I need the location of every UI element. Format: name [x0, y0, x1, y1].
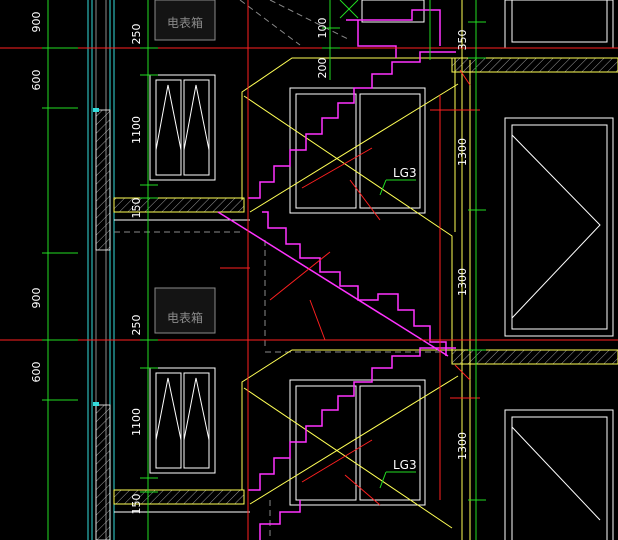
window-upper-left: [149, 74, 216, 181]
dim-mid-250-bottom: 250: [130, 315, 143, 336]
dim-mid-150-bottom: 150: [130, 494, 143, 515]
dim-mid-250-top: 250: [130, 24, 143, 45]
green-grid-corner: [339, 0, 431, 60]
hidden-lines: [114, 0, 440, 540]
left-wall: [87, 0, 115, 540]
door-right-lower: [504, 409, 614, 540]
dim-mid-150-top: 150: [130, 198, 143, 219]
dim-top-100: 100: [316, 18, 329, 39]
dim-mid-1100-top: 1100: [130, 116, 143, 144]
window-lower-left: [149, 367, 216, 474]
stair-flight-upper: [248, 51, 456, 199]
dimension-lines: [42, 0, 486, 540]
meter-box-upper: 电表箱: [154, 0, 216, 41]
door-right-upper: [504, 117, 614, 337]
floor-slabs: [113, 57, 618, 513]
stair-top-landing: [346, 9, 441, 58]
dim-left-600-bottom: 600: [30, 362, 43, 383]
dim-right-1300-c: 1300: [456, 432, 469, 460]
lg3-label-upper: LG3: [393, 166, 417, 180]
top-right-panels: [361, 0, 614, 49]
dim-left-900-bottom: 900: [30, 288, 43, 309]
lg3-label-lower: LG3: [393, 458, 417, 472]
stair-outline: [241, 0, 471, 540]
dim-left-900-top: 900: [30, 12, 43, 33]
dim-right-1300-a: 1300: [456, 138, 469, 166]
window-upper-mid: [289, 87, 426, 214]
stair-flight-lower: [248, 347, 456, 540]
dim-mid-1100-bottom: 1100: [130, 408, 143, 436]
meter-box-lower: 电表箱: [154, 287, 216, 334]
dim-right-1300-b: 1300: [456, 268, 469, 296]
dim-top-200: 200: [316, 58, 329, 79]
stair-flight-middle: [217, 211, 449, 357]
meter-box-label: 电表箱: [167, 310, 203, 325]
meter-box-label: 电表箱: [167, 15, 203, 30]
dim-left-600-top: 600: [30, 70, 43, 91]
dim-right-350: 350: [456, 30, 469, 51]
